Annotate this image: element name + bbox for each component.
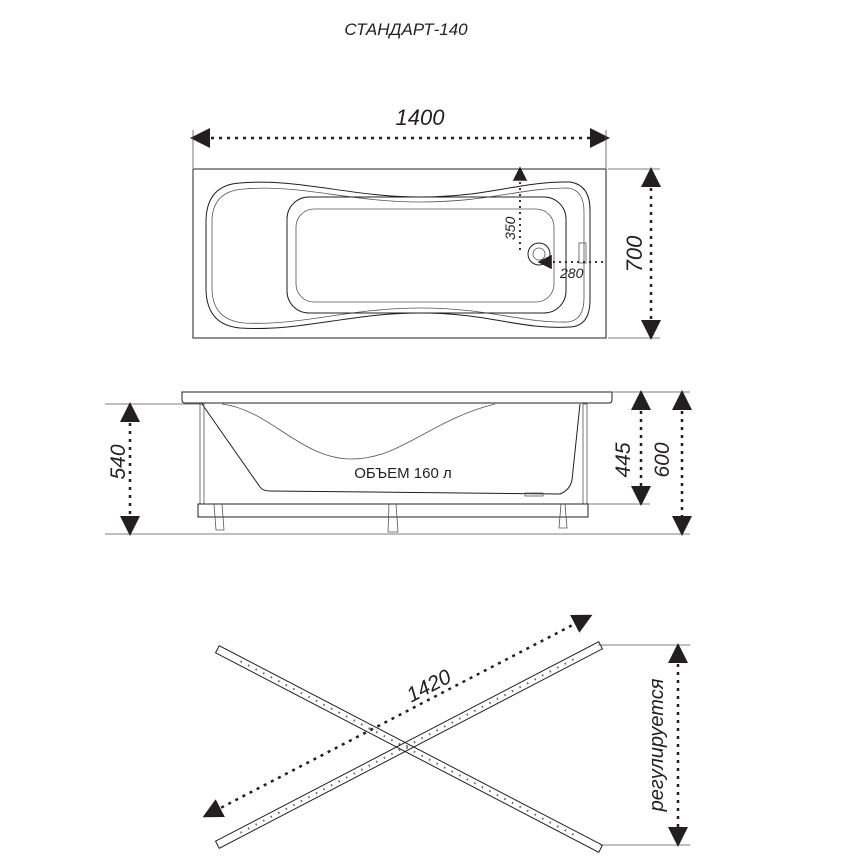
drain-offset-y-label: 350 xyxy=(502,216,518,240)
bottom-height-label: 445 xyxy=(612,442,635,477)
tub-rim xyxy=(181,391,613,404)
tub-bottom-inner xyxy=(295,208,555,303)
volume-label: ОБЪЕМ 160 л xyxy=(354,465,452,482)
drawing-title: СТАНДАРТ-140 xyxy=(344,20,468,39)
tub-body xyxy=(201,403,581,495)
tub-outline xyxy=(192,168,607,339)
tub-rim-contour xyxy=(205,181,591,330)
length-label: 1400 xyxy=(396,105,446,130)
total-height-label: 600 xyxy=(651,442,674,477)
top-view: 1400 350 280 700 xyxy=(190,105,661,340)
frame-view: 1420 регулируется xyxy=(202,614,690,853)
drain-offset-x-label: 280 xyxy=(559,265,584,281)
frame-rail xyxy=(197,503,589,518)
tub-bottom-outer xyxy=(286,196,567,314)
drain-icon xyxy=(527,242,551,266)
width-label: 700 xyxy=(622,235,647,272)
side-view: ОБЪЕМ 160 л 540 445 600 xyxy=(105,390,692,536)
adjustable-label: регулируется xyxy=(646,678,668,812)
rim-height-label: 540 xyxy=(107,444,130,479)
overflow-icon xyxy=(578,242,587,264)
